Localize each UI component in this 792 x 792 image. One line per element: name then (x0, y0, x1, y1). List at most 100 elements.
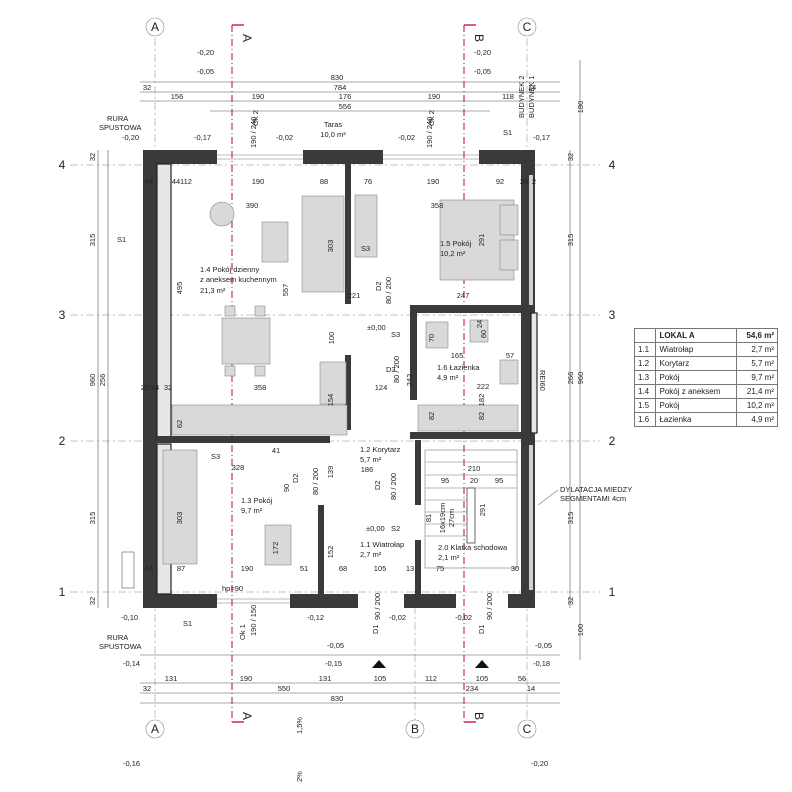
row-name: Wiatrołap (655, 342, 737, 357)
dim-190-top-b: 190 (428, 92, 441, 101)
room-16-label: 1.6 Łazienka (437, 363, 480, 372)
note-dylatacja-2: SEGMENTAMI 4cm (560, 494, 626, 503)
dim-291-b: 291 (478, 504, 487, 517)
dim-75: 75 (436, 564, 444, 573)
dim-82-a: 82 (427, 412, 436, 420)
tag-s2: S2 (391, 524, 400, 533)
section-label-a-bottom: A (240, 712, 254, 720)
dim-328: 328 (232, 463, 245, 472)
row-number: 1.6 (633, 412, 657, 427)
tag-s3-b: S3 (391, 330, 400, 339)
level-014: -0,14 (123, 659, 140, 668)
room-15-area: 10,2 m² (440, 249, 466, 258)
tag-d2-b-size: 80 / 200 (311, 468, 320, 495)
room-14-label: 1.4 Pokój dzienny (200, 265, 259, 274)
level-020-a: -0,20 (197, 48, 214, 57)
room-labels: Taras 10,0 m² 1.4 Pokój dzienny z anekse… (200, 120, 508, 562)
dim-256-left: 256 (98, 374, 107, 387)
room-taras-label: Taras (324, 120, 343, 129)
note-rura-top-1: RURA (107, 114, 128, 123)
tag-d2-a-size: 80 / 200 (384, 277, 393, 304)
row-number: 1.3 (633, 370, 657, 385)
right-dimensions: 180 315 266 960 315 100 32 32 (566, 60, 585, 660)
level-016: -0,16 (123, 759, 140, 768)
tag-d2-a: D2 (374, 281, 383, 291)
axis-label-1-right: 1 (609, 585, 616, 599)
dim-24-in: 24 (520, 177, 528, 186)
axis-label-2-right: 2 (609, 434, 616, 448)
note-budynek-1: BUDYNEK 1 (527, 75, 536, 118)
note-budynek-2: BUDYNEK 2 (517, 75, 526, 118)
left-dimensions: 315 960 256 315 32 32 (88, 150, 109, 608)
tag-s1-left: S1 (117, 235, 126, 244)
note-rura-bottom-1: RURA (107, 633, 128, 642)
level-020-d: -0,20 (531, 759, 548, 768)
dim-557: 557 (281, 284, 290, 297)
level-020-b: -0,20 (474, 48, 491, 57)
level-005-d: -0,05 (535, 641, 552, 650)
dim-303-a: 303 (326, 240, 335, 253)
dim-124: 124 (375, 383, 388, 392)
tag-hp: hp=90 (222, 584, 243, 593)
dim-20: 20 (470, 476, 478, 485)
dim-88: 88 (320, 177, 328, 186)
tag-s3-c: S3 (211, 452, 220, 461)
note-slope-2: 2% (295, 771, 304, 782)
table-row: 1.1 Wiatrołap 2,7 m² (633, 342, 778, 357)
dim-14-bottom: 14 (527, 684, 535, 693)
dim-182: 182 (477, 394, 486, 407)
dim-190-top-a: 190 (252, 92, 265, 101)
dim-303-b: 303 (175, 512, 184, 525)
room-20-label: 2.0 Klatka schodowa (438, 543, 508, 552)
dim-960-right: 960 (576, 372, 585, 385)
dim-51: 51 (300, 564, 308, 573)
area-table-title: LOKAL A (655, 328, 737, 343)
level-marks-top: -0,20 -0,05 -0,20 -0,05 -0,20 -0,17 -0,0… (122, 48, 550, 142)
dim-105-a: 105 (374, 674, 387, 683)
dim-56: 56 (518, 674, 526, 683)
row-area: 10,2 m² (736, 398, 778, 413)
axis-label-a-bottom: A (151, 722, 159, 736)
dim-784: 784 (334, 83, 347, 92)
room-12-label: 1.2 Korytarz (360, 445, 401, 454)
room-taras-area: 10,0 m² (320, 130, 346, 139)
dim-152: 152 (326, 546, 335, 559)
room-11-area: 2,7 m² (360, 550, 382, 559)
dim-960-left: 960 (88, 374, 97, 387)
row-number: 1.4 (633, 384, 657, 399)
dim-315-right-b: 315 (566, 512, 575, 525)
tag-s3-a: S3 (361, 244, 370, 253)
dim-210: 210 (468, 464, 481, 473)
level-002-d: -0,02 (455, 613, 472, 622)
axis-markers: A C A B C 4 3 2 1 4 3 2 1 (59, 17, 616, 739)
tag-d2-c: D2 (373, 480, 382, 490)
level-018: -0,18 (533, 659, 550, 668)
tag-s1-bottom: S1 (183, 619, 192, 628)
tag-d1-a-size: 90 / 200 (373, 593, 382, 620)
level-017-b: -0,17 (533, 133, 550, 142)
dim-154: 154 (326, 394, 335, 407)
dim-24-right: 24 (475, 320, 484, 328)
room-12-area: 5,7 m² (360, 455, 382, 464)
tag-ok1: Ok 1 (238, 624, 247, 640)
staircase (424, 449, 518, 569)
room-14-label-2: z aneksem kuchennym (200, 275, 277, 284)
level-marks-bottom: ±0,00 ±0,00 -0,10 -0,12 -0,02 -0,02 -0,0… (121, 323, 552, 768)
dim-14-top: 14 (528, 83, 536, 92)
notes: RURA SPUSTOWA RURA SPUSTOWA BUDYNEK 2 BU… (99, 75, 632, 782)
row-area: 4,9 m² (736, 412, 778, 427)
level-020-c: -0,20 (122, 133, 139, 142)
dim-358-a: 358 (431, 201, 444, 210)
dim-131-b: 131 (319, 674, 332, 683)
dim-105-c: 105 (374, 564, 387, 573)
tag-ok2-size-b: 190 / 240 (425, 117, 434, 148)
dim-57: 57 (506, 351, 514, 360)
room-20-area: 2,1 m² (438, 553, 460, 562)
area-table: LOKAL A 54,6 m² 1.1 Wiatrołap 2,7 m² 1.2… (633, 328, 778, 427)
tag-s1-top: S1 (503, 128, 512, 137)
windows (217, 154, 479, 604)
row-name: Pokój z aneksem (655, 384, 737, 399)
row-name: Korytarz (655, 356, 737, 371)
element-tags: S1 S1 S1 S2 S3 S3 S3 D1 D1 D2 D2 D2 D3 O… (117, 110, 547, 640)
